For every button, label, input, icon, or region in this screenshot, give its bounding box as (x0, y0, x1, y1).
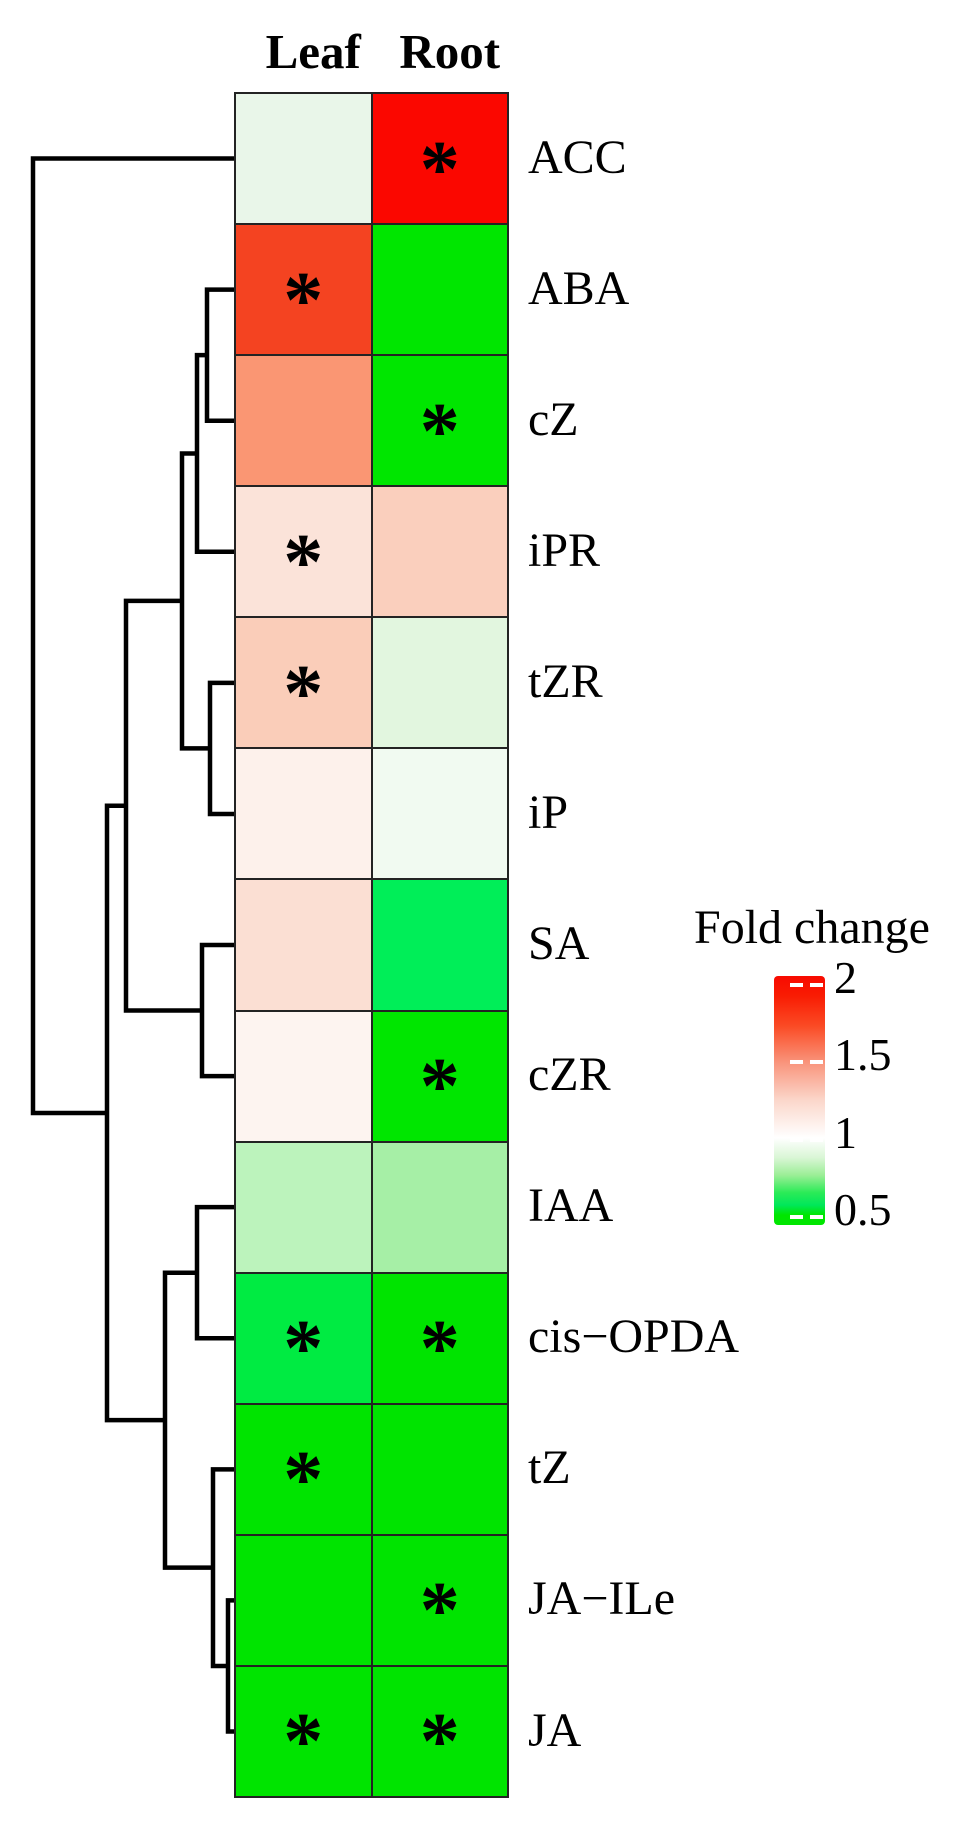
significance-asterisk: * (419, 1698, 460, 1787)
significance-asterisk: * (283, 1436, 324, 1525)
row-label-cZ: cZ (528, 392, 579, 446)
heatmap-cell-SA-Root (371, 879, 508, 1011)
significance-asterisk: * (419, 125, 460, 214)
heatmap-cell-iP-Leaf (235, 748, 372, 880)
legend-tickmark-dash (790, 983, 823, 987)
heatmap-cell-JA-Leaf: * (235, 1665, 372, 1798)
heatmap-cell-cis−OPDA-Leaf: * (235, 1272, 372, 1404)
column-header-Root: Root (399, 24, 501, 79)
heatmap-cell-JA−ILe-Root: * (371, 1534, 508, 1666)
heatmap-cell-cZR-Root: * (371, 1010, 508, 1142)
row-label-IAA: IAA (528, 1179, 614, 1233)
heatmap-cell-ABA-Leaf: * (235, 224, 372, 356)
legend-tickmark-dash (790, 1214, 823, 1219)
heatmap-cell-iPR-Leaf: * (235, 486, 372, 618)
significance-asterisk: * (419, 1305, 460, 1394)
heatmap-cell-ACC-Root: * (371, 93, 508, 225)
row-label-tZR: tZR (528, 654, 603, 708)
significance-asterisk: * (283, 1305, 324, 1394)
dendrogram-branches (30, 156, 237, 1734)
row-label-JA−ILe: JA−ILe (528, 1572, 676, 1626)
legend-tickmark-dash (790, 1060, 823, 1065)
heatmap-cell-JA-Root: * (371, 1665, 508, 1798)
row-label-ACC: ACC (528, 130, 627, 184)
legend-tick-1.5: 1.5 (834, 1029, 892, 1081)
significance-asterisk: * (419, 1043, 460, 1132)
row-label-cZR: cZR (528, 1048, 611, 1102)
heatmap-cell-tZR-Root (371, 617, 508, 749)
heatmap-cell-JA−ILe-Leaf (235, 1534, 372, 1666)
legend-tick-1: 1 (834, 1106, 857, 1158)
column-header-Leaf: Leaf (265, 24, 361, 79)
legend-title: Fold change (694, 901, 930, 954)
significance-asterisk: * (419, 1567, 460, 1656)
significance-asterisk: * (283, 518, 324, 607)
legend-tickmark-dash (790, 1137, 823, 1142)
heatmap-cell-cZ-Leaf (235, 355, 372, 487)
heatmap-cell-iP-Root (371, 748, 508, 880)
heatmap-cell-tZR-Leaf: * (235, 617, 372, 749)
row-label-iP: iP (528, 785, 569, 839)
heatmap-cell-ABA-Root (371, 224, 508, 356)
heatmap-cell-iPR-Root (371, 486, 508, 618)
heatmap-cell-cZR-Leaf (235, 1010, 372, 1142)
heatmap-cell-SA-Leaf (235, 879, 372, 1011)
heatmap-cell-IAA-Leaf (235, 1141, 372, 1273)
row-label-iPR: iPR (528, 523, 601, 577)
row-label-SA: SA (528, 917, 590, 971)
heatmap-cell-IAA-Root (371, 1141, 508, 1273)
legend-colorbar (774, 976, 825, 1225)
significance-asterisk: * (283, 649, 324, 738)
row-label-cis−OPDA: cis−OPDA (528, 1310, 740, 1364)
heatmap-cell-tZ-Root (371, 1403, 508, 1535)
heatmap-cell-ACC-Leaf (235, 93, 372, 225)
significance-asterisk: * (419, 387, 460, 476)
legend-tick-0.5: 0.5 (834, 1183, 892, 1235)
heatmap-cell-cZ-Root: * (371, 355, 508, 487)
row-label-JA: JA (528, 1703, 582, 1757)
significance-asterisk: * (283, 256, 324, 345)
heatmap-cell-cis−OPDA-Root: * (371, 1272, 508, 1404)
heatmap-cell-tZ-Leaf: * (235, 1403, 372, 1535)
legend-tick-2: 2 (834, 952, 857, 1003)
row-label-tZ: tZ (528, 1441, 571, 1495)
significance-asterisk: * (283, 1698, 324, 1787)
row-label-ABA: ABA (528, 261, 630, 315)
